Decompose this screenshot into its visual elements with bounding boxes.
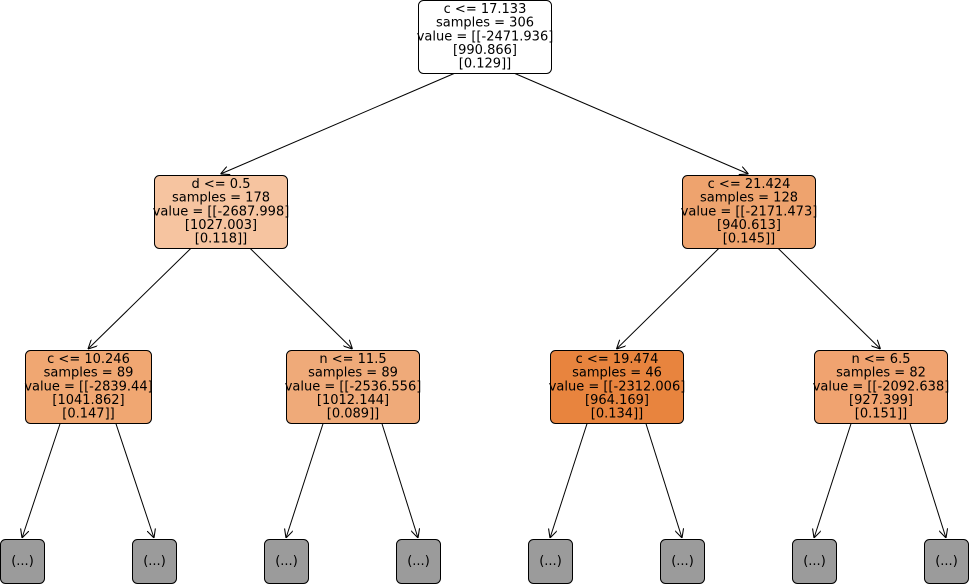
node-text-line: c <= 21.424 — [708, 177, 791, 192]
node-text-line: samples = 128 — [700, 191, 798, 206]
node-text-line: [964.169] — [585, 393, 649, 408]
node-text-line: (...) — [671, 554, 694, 569]
node-text-line: samples = 46 — [572, 366, 662, 381]
tree-edge — [221, 72, 456, 174]
node-box — [25, 350, 152, 424]
node-box — [528, 539, 573, 584]
node-text-line: (...) — [11, 554, 34, 569]
node-text-line: [0.147]] — [62, 407, 114, 422]
node-text-line: samples = 306 — [436, 16, 534, 31]
tree-edge — [286, 422, 324, 538]
node-text-line: samples = 89 — [44, 366, 134, 381]
truncated-leaf-node: (...) — [660, 539, 705, 584]
tree-edge — [381, 422, 418, 538]
node-text-line: value = [[-2687.998] — [153, 204, 290, 219]
node-text-line: d <= 0.5 — [192, 177, 251, 192]
node-box — [264, 539, 309, 584]
node-text-line: [0.129]] — [459, 57, 511, 72]
node-box — [550, 350, 684, 424]
tree-edge — [814, 422, 852, 538]
node-text-line: (...) — [407, 554, 430, 569]
node-box — [396, 539, 441, 584]
tree-edge — [777, 247, 881, 349]
node-text-line: samples = 89 — [308, 366, 398, 381]
node-box — [660, 539, 705, 584]
node-text-line: [1012.144] — [317, 393, 389, 408]
node-text-line: [1027.003] — [185, 218, 257, 233]
node-box — [154, 175, 288, 249]
node-text-line: [1041.862] — [52, 393, 124, 408]
truncated-leaf-node: (...) — [0, 539, 45, 584]
tree-edge — [645, 422, 682, 538]
tree-edge — [249, 247, 353, 349]
truncated-leaf-node: (...) — [396, 539, 441, 584]
node-text-line: c <= 10.246 — [47, 352, 130, 367]
tree-edge — [22, 422, 61, 538]
node-box — [792, 539, 837, 584]
node-text-line: [0.118]] — [195, 232, 247, 247]
node-text-line: (...) — [275, 554, 298, 569]
node-text-line: c <= 19.474 — [576, 352, 659, 367]
node-box — [286, 350, 420, 424]
tree-edge — [513, 72, 749, 174]
node-text-line: value = [[-2536.556] — [285, 379, 422, 394]
truncated-leaf-node: (...) — [132, 539, 177, 584]
node-text-line: samples = 178 — [172, 191, 270, 206]
node-text-line: [927.399] — [849, 393, 913, 408]
node-text-line: c <= 17.133 — [444, 2, 527, 17]
node-text-line: (...) — [803, 554, 826, 569]
tree-edge — [115, 422, 154, 538]
node-text-line: [940.613] — [717, 218, 781, 233]
truncated-leaf-node: (...) — [528, 539, 573, 584]
truncated-leaf-node: (...) — [792, 539, 837, 584]
node-text-line: value = [[-2312.006] — [549, 379, 686, 394]
node-box — [814, 350, 948, 424]
node-text-line: [0.145]] — [723, 232, 775, 247]
node-text-line: [0.134]] — [591, 407, 643, 422]
node-text-line: value = [[-2471.936] — [417, 29, 554, 44]
tree-edges — [22, 72, 946, 538]
node-text-line: (...) — [539, 554, 562, 569]
node-text-line: value = [[-2092.638] — [813, 379, 950, 394]
node-text-line: [0.151]] — [855, 407, 907, 422]
node-text-line: value = [[-2839.44] — [24, 379, 152, 394]
node-box — [418, 0, 552, 74]
node-text-line: [990.866] — [453, 43, 517, 58]
node-text-line: [0.089]] — [327, 407, 379, 422]
node-box — [132, 539, 177, 584]
node-box — [0, 539, 45, 584]
node-text-line: value = [[-2171.473] — [681, 204, 818, 219]
node-text-line: n <= 11.5 — [319, 352, 386, 367]
node-text-line: samples = 82 — [836, 366, 926, 381]
truncated-leaf-node: (...) — [264, 539, 309, 584]
tree-edge — [550, 422, 588, 538]
truncated-leaf-node: (...) — [924, 539, 969, 584]
tree-edge — [88, 247, 192, 349]
node-box — [682, 175, 816, 249]
tree-edge — [617, 247, 720, 349]
node-text-line: n <= 6.5 — [852, 352, 911, 367]
node-text-line: (...) — [935, 554, 958, 569]
node-text-line: (...) — [143, 554, 166, 569]
tree-edge — [909, 422, 946, 538]
